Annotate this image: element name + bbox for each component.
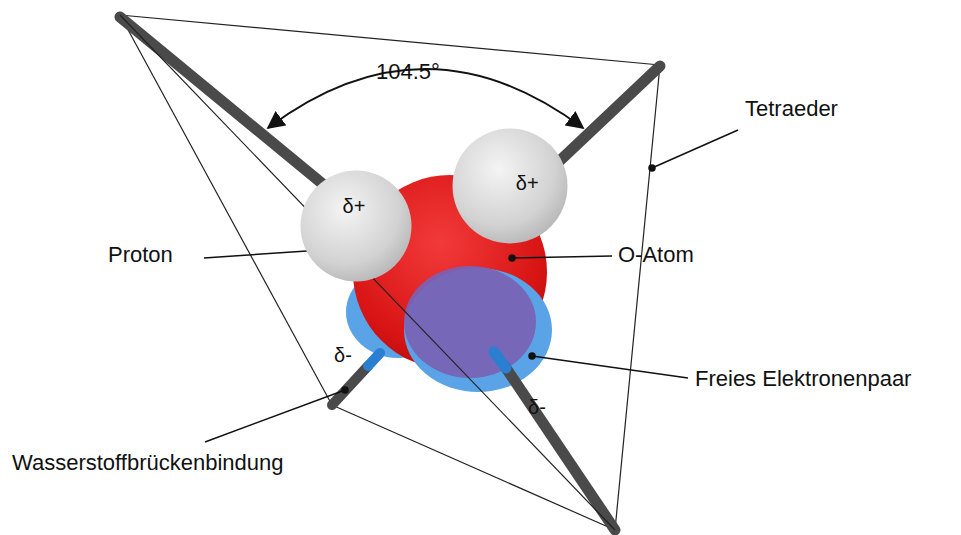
angle-value: 104.5° <box>376 60 440 84</box>
proton-circle <box>301 171 412 282</box>
sphere-outline <box>452 128 568 244</box>
proton-sphere: δ+ <box>452 128 568 244</box>
partial-charge: δ+ <box>343 195 366 217</box>
bond-rods <box>120 17 660 190</box>
part-label: Wasserstoffbrückenbindung <box>12 451 284 475</box>
partial-charge: δ+ <box>516 172 539 194</box>
part-label: Freies Elektronenpaar <box>695 367 911 391</box>
lone-pair-overlap <box>404 266 536 378</box>
part-label: Proton <box>108 243 173 267</box>
partial-charge: δ- <box>334 344 352 366</box>
part-label: Tetraeder <box>745 97 838 121</box>
hydrogen-bond-rods <box>332 352 615 530</box>
proton-sphere: δ+ <box>300 170 412 282</box>
part-label: O-Atom <box>618 243 694 267</box>
partial-charge: δ- <box>528 396 546 418</box>
proton-circle <box>453 129 568 244</box>
sphere-outline <box>300 170 412 282</box>
